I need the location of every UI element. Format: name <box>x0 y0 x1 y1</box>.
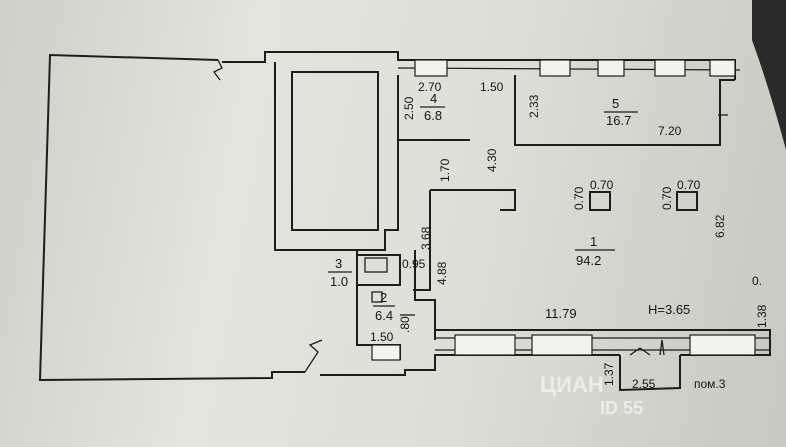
dim-2-55: 2.55 <box>632 377 656 391</box>
dim-6-82: 6.82 <box>713 214 727 238</box>
room-1-number: 1 <box>590 234 597 249</box>
dim-11-79: 11.79 <box>545 306 577 321</box>
dim-3-68: 3.68 <box>419 226 433 250</box>
watermark-brand: ЦИАН <box>540 372 604 397</box>
dim-1-38: 1.38 <box>755 304 769 328</box>
dim-0-70-pillar-right-top: 0.70 <box>677 178 701 192</box>
core-walls <box>274 62 516 360</box>
dim-2-50: 2.50 <box>402 96 416 120</box>
dim-2-70: 2.70 <box>418 80 442 94</box>
room-5-number: 5 <box>612 96 619 111</box>
room-4-area: 6.8 <box>424 108 442 123</box>
pillar-left <box>589 191 611 211</box>
room-2-number: 2 <box>380 290 387 305</box>
dim-4-88: 4.88 <box>435 261 449 285</box>
dim-0-80: .80 <box>398 316 412 333</box>
dim-1-50-top: 1.50 <box>480 80 504 94</box>
windows-bottom <box>371 334 756 361</box>
dim-0-70-pillar-left-side: 0.70 <box>572 186 586 210</box>
watermark-id: ID 55 <box>600 398 643 418</box>
room-3-number: 3 <box>335 256 342 271</box>
dim-4-30: 4.30 <box>485 148 499 172</box>
dim-0: 0. <box>752 274 762 288</box>
room-3-area: 1.0 <box>330 274 348 289</box>
ceiling-height: H=3.65 <box>648 302 690 317</box>
dim-1-50-bottom: 1.50 <box>370 330 394 344</box>
room-5-area: 16.7 <box>606 113 631 128</box>
dim-2-33: 2.33 <box>527 94 541 118</box>
photo-corner <box>752 0 786 150</box>
dim-0-70-pillar-left-top: 0.70 <box>590 178 614 192</box>
dim-0-70-pillar-right-side: 0.70 <box>660 186 674 210</box>
annex-label: пом.3 <box>694 377 726 391</box>
dim-0-95: 0.95 <box>402 257 426 271</box>
dim-1-37: 1.37 <box>602 362 616 386</box>
windows-top <box>414 59 736 77</box>
room-1-area: 94.2 <box>576 253 601 268</box>
dim-7-20: 7.20 <box>658 124 682 138</box>
pillar-right <box>676 191 698 211</box>
door-marks <box>629 114 728 356</box>
room-2-area: 6.4 <box>375 308 393 323</box>
room-4-number: 4 <box>430 91 437 106</box>
dim-1-70: 1.70 <box>438 158 452 182</box>
